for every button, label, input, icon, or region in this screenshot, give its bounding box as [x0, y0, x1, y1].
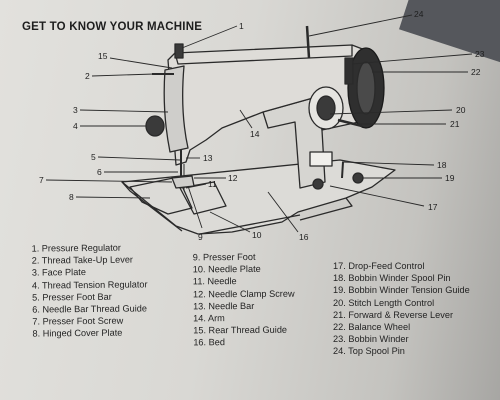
- legend-column-2: 9. Presser Foot 10. Needle Plate 11. Nee…: [193, 251, 295, 349]
- legend-item: 9. Presser Foot: [192, 251, 256, 263]
- callout-12: 12: [228, 173, 238, 183]
- legend-item: 11. Needle: [192, 276, 237, 287]
- callout-24: 24: [414, 9, 424, 19]
- callout-16: 16: [299, 232, 309, 242]
- legend-item: 6. Needle Bar Thread Guide: [32, 303, 147, 315]
- thread-tension-regulator: [145, 115, 165, 137]
- face-plate: [163, 65, 189, 153]
- callout-18: 18: [437, 160, 447, 170]
- legend-item: 14. Arm: [193, 313, 225, 324]
- presser-foot: [171, 175, 195, 189]
- drop-feed-knob: [312, 178, 324, 190]
- legend-item: 16. Bed: [193, 337, 226, 348]
- callout-15: 15: [98, 51, 108, 61]
- bobbin-winder: [344, 57, 354, 85]
- leader-lines: [45, 14, 473, 233]
- bobbin-winder-tension-guide: [352, 172, 364, 184]
- machine-drawing: [121, 25, 396, 235]
- legend-column-1: 1. Pressure Regulator 2. Thread Take-Up …: [31, 241, 148, 340]
- legend-column-3: 17. Drop-Feed Control 18. Bobbin Winder …: [333, 260, 470, 358]
- callout-17: 17: [428, 202, 438, 212]
- callout-21: 21: [450, 119, 460, 129]
- model-nameplate: [309, 151, 333, 167]
- forward-reverse-lever: [337, 118, 363, 128]
- callout-14: 14: [250, 129, 260, 139]
- legend-item: 4. Thread Tension Regulator: [31, 279, 148, 291]
- callout-11: 11: [208, 179, 217, 189]
- callout-22: 22: [471, 67, 481, 77]
- callout-6: 6: [97, 167, 102, 177]
- page-title: GET TO KNOW YOUR MACHINE: [22, 21, 203, 33]
- legend-item: 20. Stitch Length Control: [333, 297, 435, 308]
- legend-item: 19. Bobbin Winder Tension Guide: [333, 285, 470, 296]
- legend-item: 17. Drop-Feed Control: [333, 261, 425, 271]
- callout-1: 1: [239, 21, 244, 31]
- pressure-regulator-knob: [174, 43, 184, 59]
- legend-item: 21. Forward & Reverse Lever: [333, 309, 453, 320]
- callout-2: 2: [85, 71, 90, 81]
- callout-20: 20: [456, 105, 466, 115]
- callout-3: 3: [73, 105, 78, 115]
- needle-plate: [179, 181, 227, 215]
- legend-item: 13. Needle Bar: [193, 300, 255, 312]
- callout-10: 10: [252, 230, 262, 240]
- callout-13: 13: [203, 153, 213, 163]
- legend-item: 24. Top Spool Pin: [333, 346, 405, 357]
- callout-8: 8: [69, 192, 74, 202]
- legend-item: 10. Needle Plate: [192, 264, 261, 275]
- legend-item: 12. Needle Clamp Screw: [192, 288, 295, 299]
- top-spool-pin: [305, 25, 311, 59]
- hinged-cover-plate: [129, 176, 193, 215]
- legend-item: 23. Bobbin Winder: [333, 334, 409, 345]
- legend-item: 22. Balance Wheel: [333, 322, 411, 333]
- callout-numbers: 1 2 3 4 5 6 7 8 9 10 11 12 13 14 15 16 1…: [39, 9, 485, 242]
- legend-item: 2. Thread Take-Up Lever: [31, 254, 134, 266]
- legend-item: 8. Hinged Cover Plate: [32, 328, 123, 340]
- callout-4: 4: [73, 121, 78, 131]
- callout-19: 19: [445, 173, 455, 183]
- callout-7: 7: [39, 175, 44, 185]
- legend-item: 18. Bobbin Winder Spool Pin: [333, 273, 451, 284]
- legend-item: 15. Rear Thread Guide: [193, 324, 288, 336]
- callout-23: 23: [475, 49, 485, 59]
- bobbin-winder-spool-pin: [341, 161, 344, 179]
- callout-5: 5: [91, 152, 96, 162]
- callout-9: 9: [198, 232, 203, 242]
- machine-arm: [167, 44, 369, 166]
